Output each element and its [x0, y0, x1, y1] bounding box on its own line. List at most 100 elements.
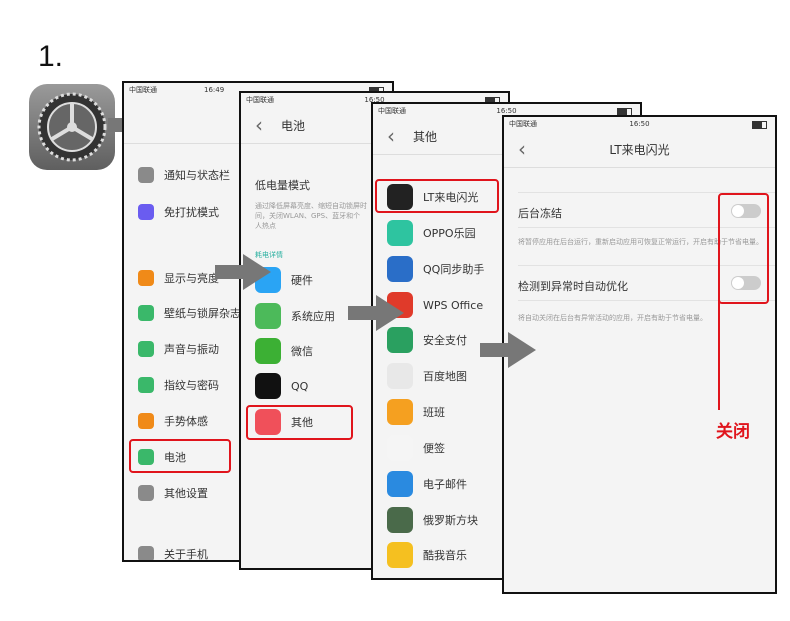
app-icon	[138, 485, 154, 501]
list-item[interactable]: 百度地图	[387, 363, 467, 389]
app-icon	[138, 413, 154, 429]
list-item[interactable]: OPPO乐园	[387, 220, 476, 246]
back-button[interactable]: ‹	[255, 113, 263, 137]
app-icon	[138, 341, 154, 357]
screen-title: 电池	[281, 119, 306, 133]
carrier: 中国联通	[246, 96, 274, 104]
list-item[interactable]: 壁纸与锁屏杂志	[138, 305, 241, 321]
back-button[interactable]: ‹	[518, 137, 526, 161]
battery-icon	[752, 121, 767, 129]
list-item-label: 声音与振动	[164, 343, 219, 356]
list-item[interactable]: 系统应用	[255, 303, 335, 329]
app-icon	[138, 167, 154, 183]
list-item-label: 壁纸与锁屏杂志	[164, 307, 241, 320]
list-item-label: OPPO乐园	[423, 227, 476, 240]
list-item[interactable]: 俄罗斯方块	[387, 507, 478, 533]
list-item[interactable]: 显示与亮度	[138, 270, 219, 286]
highlight-battery	[129, 439, 231, 473]
auto-optimize-toggle[interactable]	[731, 276, 761, 290]
app-icon	[255, 303, 281, 329]
list-item[interactable]: 通知与状态栏	[138, 167, 230, 183]
carrier: 中国联通	[378, 107, 406, 115]
list-item-label: 通知与状态栏	[164, 169, 230, 182]
list-item-label: 微信	[291, 345, 313, 358]
screen-title: LT来电闪光	[609, 143, 670, 157]
app-detail-screen: 中国联通 16:50 ‹ LT来电闪光 后台冻结 将暂停应用在后台运行，重新启动应用…	[502, 115, 777, 594]
list-item[interactable]: 酷我音乐	[387, 542, 467, 568]
annotation-line	[718, 300, 720, 410]
app-icon	[255, 409, 281, 435]
highlight-other	[246, 405, 353, 440]
list-item-label: 百度地图	[423, 370, 467, 383]
low-power-mode[interactable]: 低电量模式	[255, 179, 310, 192]
app-icon	[387, 363, 413, 389]
clock: 16:49	[204, 86, 225, 94]
list-item-label: 班班	[423, 406, 445, 419]
auto-optimize-label: 检测到异常时自动优化	[518, 280, 628, 293]
screen-title: 其他	[413, 130, 438, 144]
list-item[interactable]: 微信	[255, 338, 313, 364]
settings-app-icon	[29, 84, 115, 170]
app-icon	[138, 546, 154, 560]
app-icon	[138, 204, 154, 220]
list-item[interactable]: 电池	[138, 449, 186, 465]
background-freeze-desc: 将暂停应用在后台运行，重新启动应用可恢复正常运行，开启有助于节省电量。	[518, 238, 763, 246]
list-item[interactable]: 安全支付	[387, 327, 467, 353]
app-icon	[255, 373, 281, 399]
app-icon	[387, 184, 413, 210]
list-item-label: 电子邮件	[423, 478, 467, 491]
app-icon	[138, 449, 154, 465]
list-item[interactable]: LT来电闪光	[387, 184, 478, 210]
list-item[interactable]: 免打扰模式	[138, 204, 219, 220]
list-item-label: 系统应用	[291, 310, 335, 323]
list-item-label: 电池	[164, 451, 186, 464]
list-item-label: 酷我音乐	[423, 549, 467, 562]
app-icon	[138, 377, 154, 393]
clock: 16:50	[629, 120, 650, 128]
list-item-label: 显示与亮度	[164, 272, 219, 285]
list-item[interactable]: 电子邮件	[387, 471, 467, 497]
list-item[interactable]: 便签	[387, 435, 445, 461]
app-icon	[387, 435, 413, 461]
list-item[interactable]: 其他	[255, 409, 313, 435]
list-item[interactable]: 手势体感	[138, 413, 208, 429]
list-item[interactable]: 班班	[387, 399, 445, 425]
list-item-label: 俄罗斯方块	[423, 514, 478, 527]
app-icon	[387, 542, 413, 568]
list-item-label: 免打扰模式	[164, 206, 219, 219]
clock: 16:50	[496, 107, 517, 115]
list-item[interactable]: QQ同步助手	[387, 256, 484, 282]
list-item[interactable]: 其他设置	[138, 485, 208, 501]
app-icon	[387, 399, 413, 425]
list-item-label: LT来电闪光	[423, 191, 479, 204]
app-icon	[387, 507, 413, 533]
app-icon	[387, 471, 413, 497]
list-item[interactable]: 关于手机	[138, 546, 208, 561]
background-freeze-toggle[interactable]	[731, 204, 761, 218]
app-icon	[387, 327, 413, 353]
app-icon	[138, 270, 154, 286]
list-item-label: QQ同步助手	[423, 263, 485, 276]
list-item-label: 其他	[291, 416, 313, 429]
list-item[interactable]: 声音与振动	[138, 341, 219, 357]
app-icon	[387, 220, 413, 246]
list-item-label: 其他设置	[164, 487, 208, 500]
list-item-label: 便签	[423, 442, 445, 455]
list-item[interactable]: QQ	[255, 373, 308, 399]
background-freeze-label: 后台冻结	[518, 207, 562, 220]
highlight-lt-flash	[375, 179, 499, 213]
list-item-label: 关于手机	[164, 548, 208, 561]
annotation-label: 关闭	[716, 422, 750, 442]
list-item-label: WPS Office	[423, 298, 484, 312]
carrier: 中国联通	[509, 120, 537, 128]
highlight-toggles	[718, 193, 769, 304]
list-item-label: 手势体感	[164, 415, 208, 428]
carrier: 中国联通	[129, 86, 157, 94]
list-item[interactable]: 指纹与密码	[138, 377, 219, 393]
auto-optimize-desc: 将自动关闭在后台有异常活动的应用，开启有助于节省电量。	[518, 314, 707, 322]
app-icon	[138, 305, 154, 321]
app-icon	[255, 338, 281, 364]
low-power-desc: 通过降低屏幕亮度、缩短自动锁屏时间，关闭WLAN、GPS、蓝牙和个人热点	[255, 202, 367, 230]
clock: 16:50	[364, 96, 385, 104]
back-button[interactable]: ‹	[387, 124, 395, 148]
